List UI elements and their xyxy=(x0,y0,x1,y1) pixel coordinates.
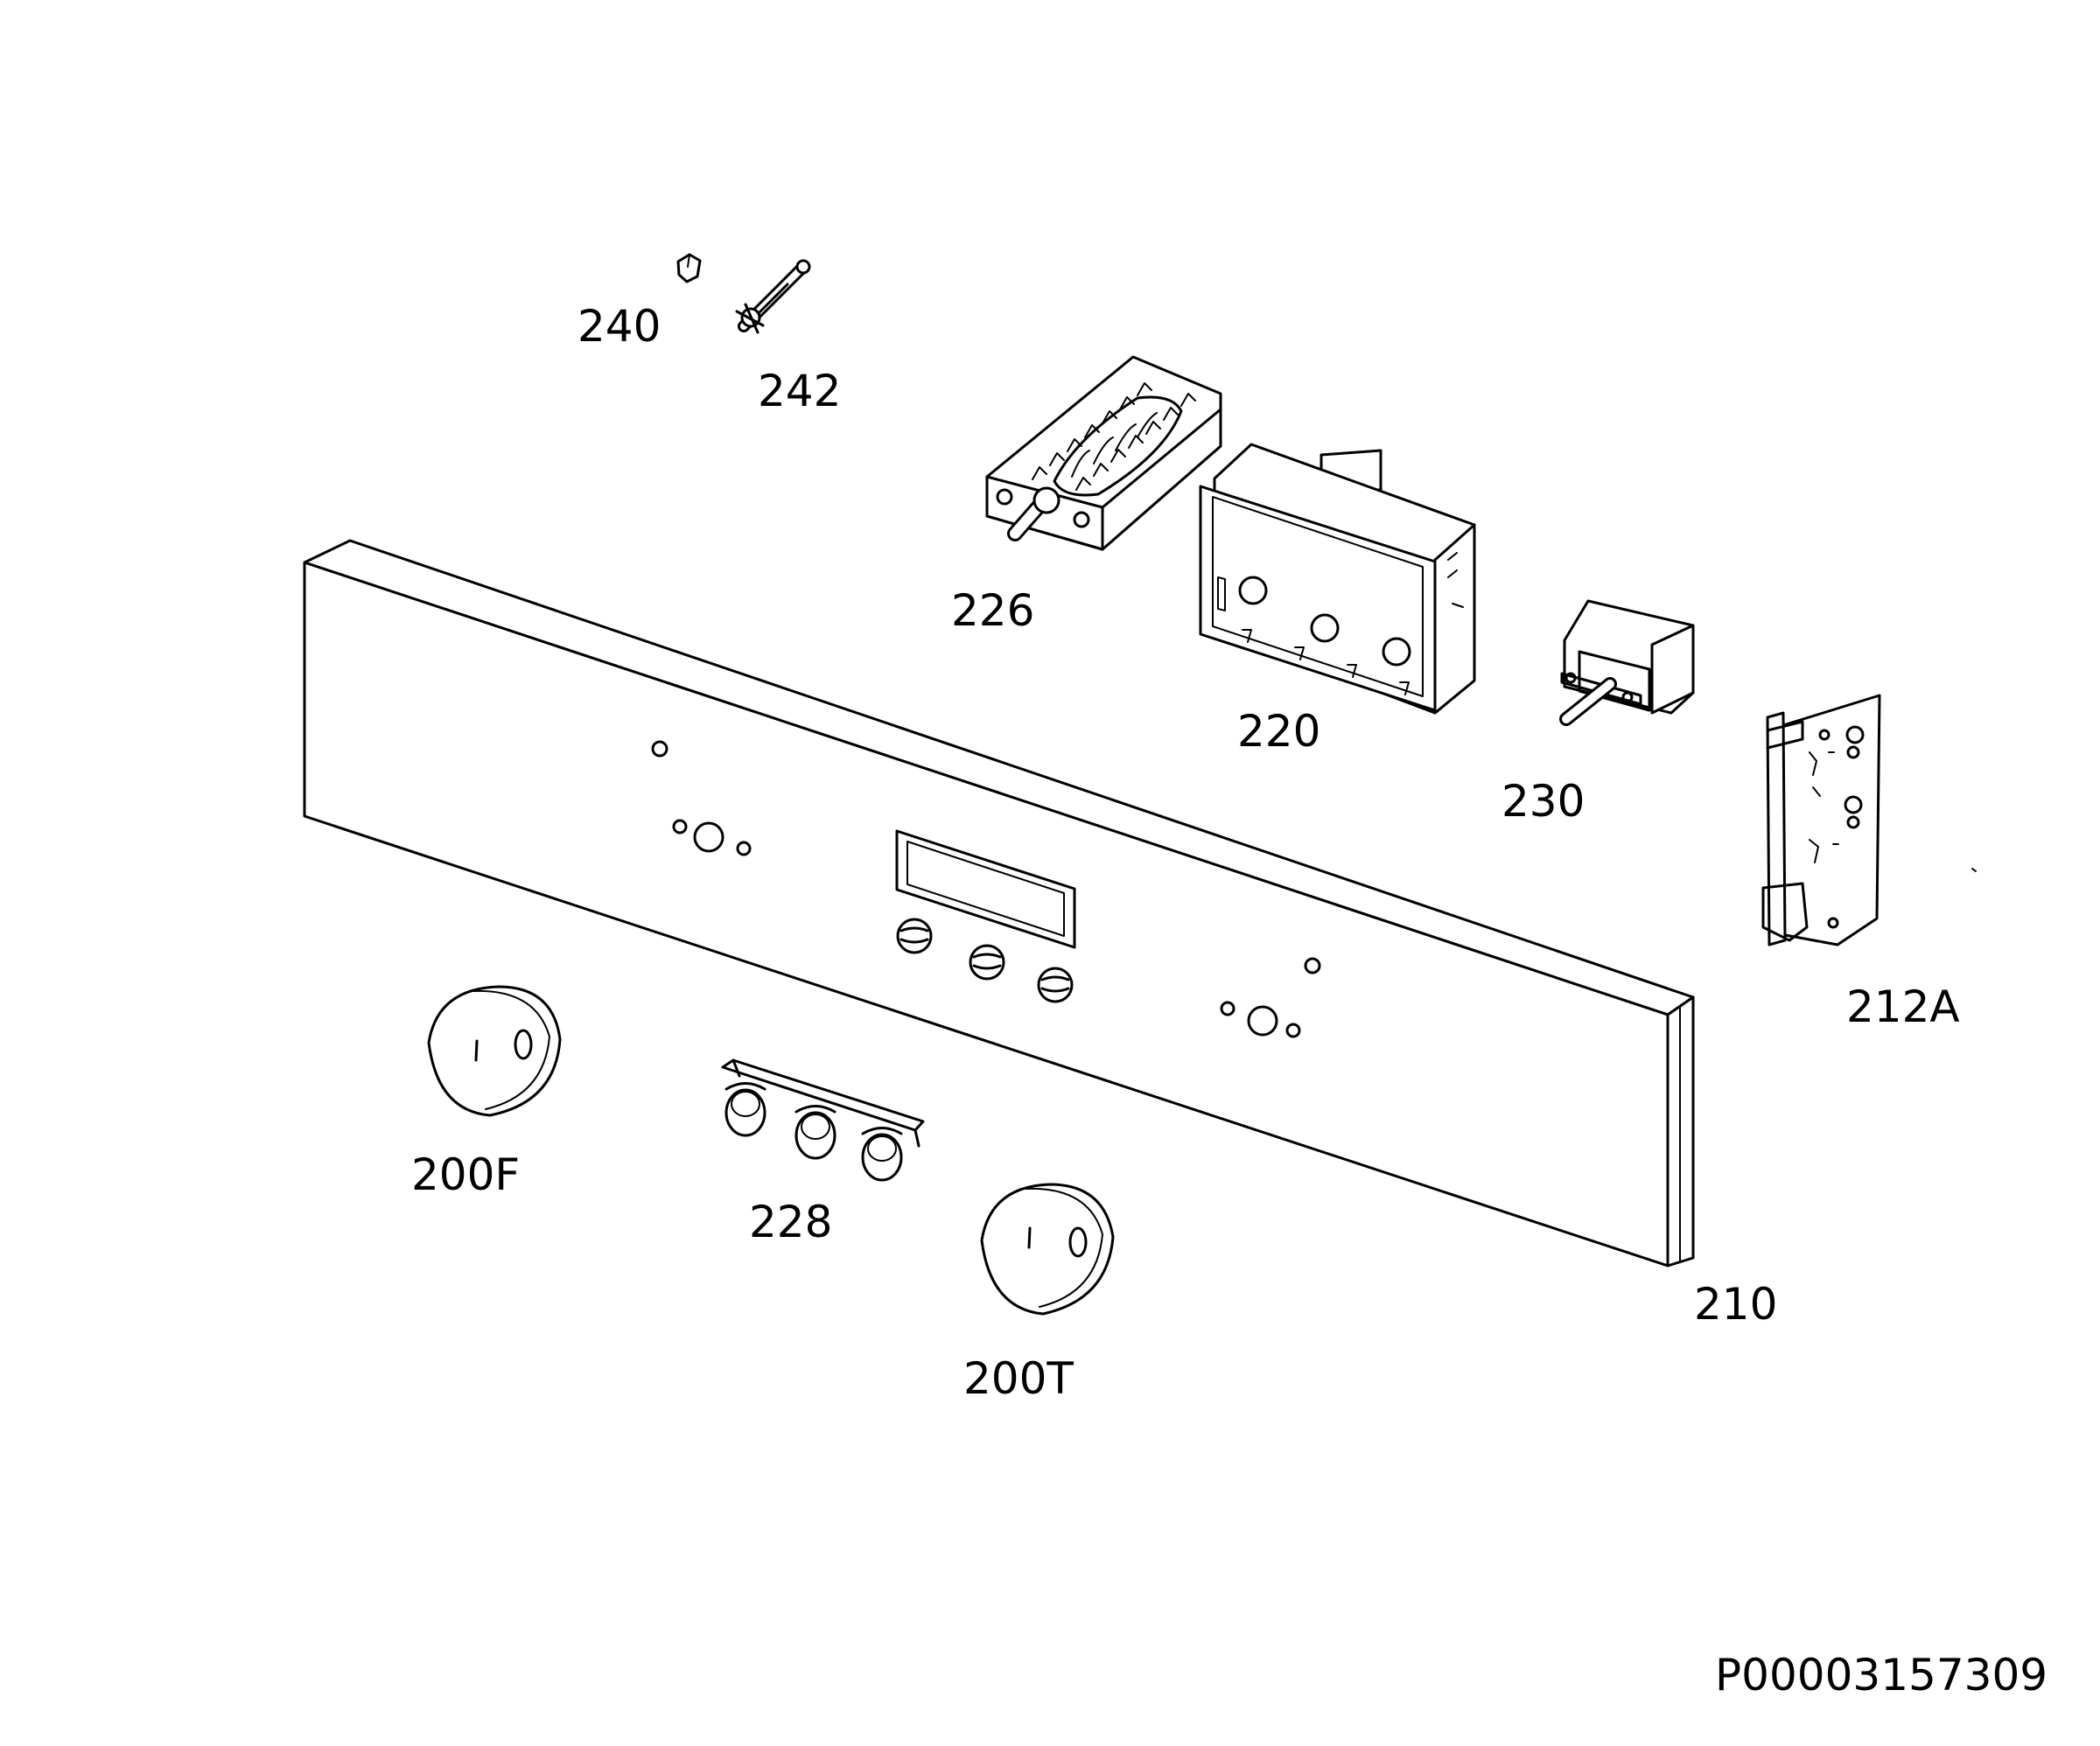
panel-button-1 xyxy=(896,918,933,954)
bracket-212A[interactable] xyxy=(1761,694,1881,946)
lamp-holder-242[interactable] xyxy=(735,259,811,334)
push-button-2[interactable] xyxy=(794,1105,836,1160)
push-button-1[interactable] xyxy=(724,1082,766,1137)
label-226: 226 xyxy=(951,585,1034,636)
panel-button-2 xyxy=(969,944,1005,981)
label-228: 228 xyxy=(749,1197,832,1247)
selector-switch-226[interactable] xyxy=(985,355,1222,551)
label-200F: 200F xyxy=(411,1149,520,1200)
label-230: 230 xyxy=(1502,776,1585,827)
label-210: 210 xyxy=(1694,1279,1777,1330)
control-panel-210[interactable] xyxy=(303,539,1695,1268)
label-240: 240 xyxy=(578,301,661,352)
thermostat-230[interactable] xyxy=(1559,599,1695,726)
timer-module-220[interactable] xyxy=(1199,443,1476,715)
stray-mark xyxy=(1971,868,1977,872)
label-212A: 212A xyxy=(1846,981,1960,1032)
push-button-3[interactable] xyxy=(861,1127,903,1182)
button-set-228[interactable] xyxy=(721,1058,925,1182)
clip-240[interactable] xyxy=(676,253,702,283)
label-220: 220 xyxy=(1237,706,1320,757)
label-242: 242 xyxy=(758,366,841,416)
label-200T: 200T xyxy=(963,1353,1074,1404)
panel-button-3 xyxy=(1037,967,1074,1003)
knob-200T[interactable] xyxy=(980,1183,1115,1316)
reference-number: P00003157309 xyxy=(1715,1650,2048,1701)
knob-200F[interactable] xyxy=(427,985,562,1117)
